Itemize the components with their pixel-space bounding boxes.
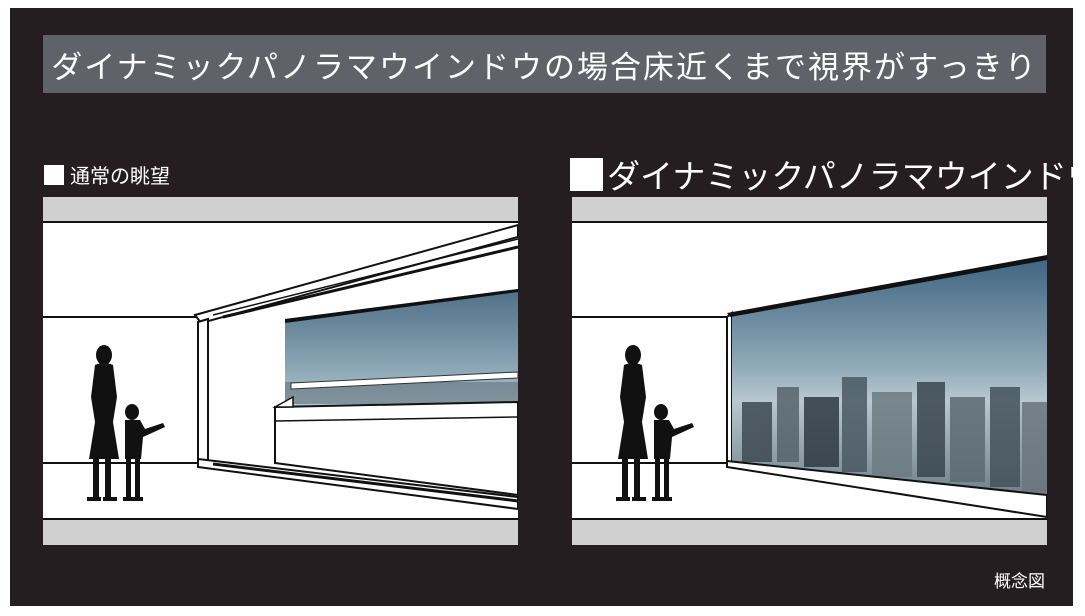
ceiling-band xyxy=(43,197,518,222)
left-panel-label: 通常の眺望 xyxy=(44,160,170,189)
square-bullet-icon xyxy=(570,157,603,191)
floor-band xyxy=(572,519,1047,545)
floor-band xyxy=(43,519,518,545)
child-silhouette-icon xyxy=(652,404,694,501)
page-title-text: ダイナミックパノラマウインドウの場合床近くまで視界がすっきり xyxy=(51,49,1038,86)
ceiling-band xyxy=(572,197,1047,222)
page-title: ダイナミックパノラマウインドウの場合床近くまで視界がすっきり xyxy=(43,35,1046,93)
square-bullet-icon xyxy=(44,164,64,185)
left-panel-label-text: 通常の眺望 xyxy=(70,164,170,188)
woman-silhouette-icon xyxy=(87,345,119,501)
right-panel-label: ダイナミックパノラマウインドウ xyxy=(570,150,1085,198)
panorama-view-illustration xyxy=(572,197,1047,545)
concept-caption: 概念図 xyxy=(994,572,1045,592)
woman-silhouette-icon xyxy=(616,345,648,501)
normal-view-illustration xyxy=(43,197,518,545)
right-panel-label-text: ダイナミックパノラマウインドウ xyxy=(607,157,1085,196)
child-silhouette-icon xyxy=(123,404,165,501)
